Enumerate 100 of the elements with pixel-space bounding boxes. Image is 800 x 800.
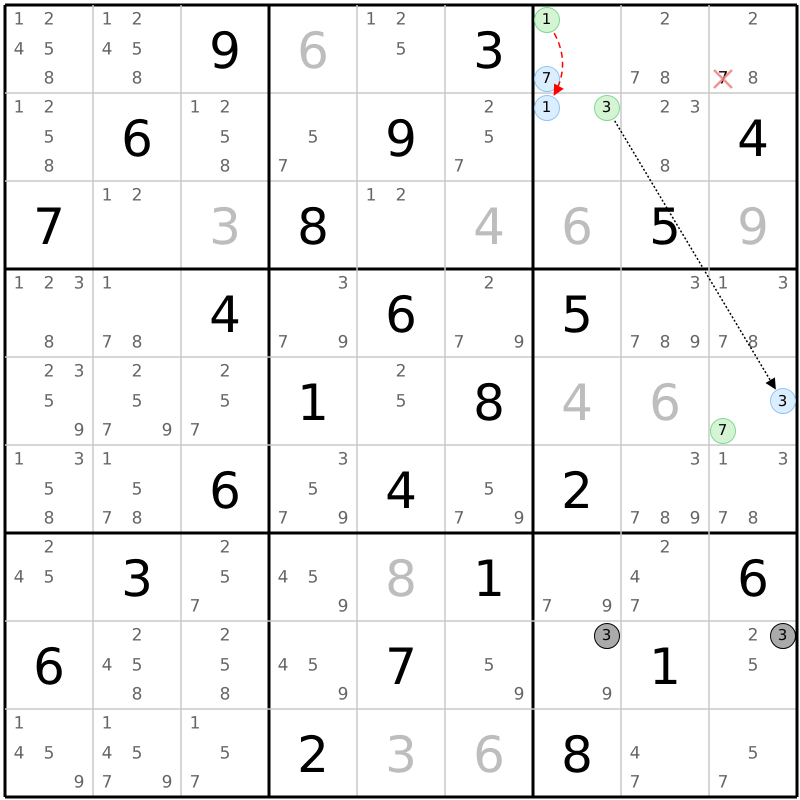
candidate-digit: 2 — [220, 100, 230, 116]
candidate-digit: 8 — [220, 158, 230, 176]
cell-digit: 2 — [561, 466, 593, 516]
candidate-digit: 1 — [14, 716, 24, 732]
candidate-digit: 8 — [748, 510, 758, 528]
marked-candidate: 3 — [770, 622, 796, 648]
candidate-digit: 9 — [338, 686, 348, 704]
off-candidate: 7 — [534, 66, 560, 92]
candidate-digit: 9 — [514, 510, 524, 528]
candidate-digit: 1 — [366, 188, 376, 204]
candidate-digit: 5 — [484, 129, 494, 146]
candidate-digit: 3 — [338, 452, 348, 468]
candidate-digit: 7 — [278, 334, 288, 352]
candidate-digit: 5 — [308, 481, 318, 498]
candidate-digit: 3 — [338, 276, 348, 292]
candidate-digit: 3 — [74, 452, 84, 468]
candidate-digit: 1 — [190, 100, 200, 116]
candidate-digit: 3 — [690, 276, 700, 292]
candidate-digit: 2 — [748, 12, 758, 28]
candidate-digit: 2 — [44, 12, 54, 28]
candidate-digit: 3 — [778, 276, 788, 292]
candidate-digit: 8 — [748, 70, 758, 88]
candidate-digit: 8 — [220, 686, 230, 704]
cell-digit: 9 — [209, 26, 241, 76]
candidate-digit: 7 — [102, 334, 112, 352]
candidate-digit: 7 — [630, 598, 640, 616]
candidate-digit: 7 — [190, 598, 200, 616]
candidate-digit: 7 — [454, 158, 464, 176]
candidate-digit: 3 — [778, 452, 788, 468]
off-candidate: 3 — [770, 388, 796, 414]
cell-digit: 6 — [385, 290, 417, 340]
candidate-digit: 1 — [102, 716, 112, 732]
candidate-digit: 1 — [366, 12, 376, 28]
candidate-digit: 3 — [74, 276, 84, 292]
solved-digit: 3 — [385, 730, 417, 780]
candidate-digit: 5 — [44, 481, 54, 498]
candidate-digit: 9 — [514, 334, 524, 352]
candidate-digit: 8 — [44, 158, 54, 176]
candidate-digit: 2 — [220, 628, 230, 644]
candidate-digit: 5 — [220, 129, 230, 146]
candidate-digit: 5 — [44, 745, 54, 762]
cell-digit: 2 — [297, 730, 329, 780]
cell-digit: 4 — [209, 290, 241, 340]
candidate-digit: 5 — [308, 129, 318, 146]
candidate-digit: 1 — [14, 452, 24, 468]
candidate-digit: 2 — [484, 100, 494, 116]
candidate-digit: 4 — [630, 569, 640, 586]
candidate-digit: 5 — [748, 745, 758, 762]
candidate-digit: 5 — [220, 745, 230, 762]
candidate-digit: 9 — [514, 686, 524, 704]
candidate-digit: 9 — [602, 686, 612, 704]
cell-digit: 8 — [473, 378, 505, 428]
candidate-digit: 5 — [132, 393, 142, 410]
candidate-digit: 8 — [660, 334, 670, 352]
cell-digit: 5 — [561, 290, 593, 340]
candidate-digit: 1 — [14, 12, 24, 28]
candidate-digit: 5 — [748, 657, 758, 674]
candidate-digit: 5 — [220, 393, 230, 410]
candidate-digit: 4 — [102, 41, 112, 58]
cell-digit: 6 — [737, 554, 769, 604]
candidate-digit: 9 — [690, 510, 700, 528]
cell-digit: 9 — [385, 114, 417, 164]
candidate-digit: 3 — [74, 364, 84, 380]
candidate-digit: 5 — [44, 41, 54, 58]
candidate-digit: 8 — [660, 158, 670, 176]
candidate-digit: 1 — [14, 100, 24, 116]
candidate-digit: 5 — [396, 393, 406, 410]
candidate-digit: 2 — [748, 628, 758, 644]
cell-digit: 1 — [297, 378, 329, 428]
candidate-digit: 5 — [308, 657, 318, 674]
candidate-digit: 2 — [220, 540, 230, 556]
cell-digit: 4 — [385, 466, 417, 516]
cell-digit: 4 — [737, 114, 769, 164]
candidate-digit: 8 — [132, 686, 142, 704]
cell-digit: 6 — [121, 114, 153, 164]
candidate-digit: 8 — [660, 70, 670, 88]
candidate-digit: 5 — [44, 393, 54, 410]
candidate-digit: 5 — [132, 657, 142, 674]
candidate-digit: 7 — [454, 510, 464, 528]
candidate-digit: 4 — [102, 745, 112, 762]
candidate-digit: 5 — [132, 745, 142, 762]
candidate-digit: 2 — [44, 540, 54, 556]
candidate-digit: 5 — [220, 569, 230, 586]
cell-digit: 5 — [649, 202, 681, 252]
candidate-digit: 4 — [14, 41, 24, 58]
candidate-digit: 4 — [278, 657, 288, 674]
candidate-digit: 9 — [602, 598, 612, 616]
candidate-digit: 5 — [132, 41, 142, 58]
candidate-digit: 1 — [102, 188, 112, 204]
candidate-digit: 5 — [484, 657, 494, 674]
candidate-digit: 1 — [102, 452, 112, 468]
off-candidate: 1 — [534, 94, 560, 120]
cell-digit: 8 — [297, 202, 329, 252]
solved-digit: 9 — [737, 202, 769, 252]
on-candidate: 3 — [594, 94, 620, 120]
candidate-digit: 9 — [74, 422, 84, 440]
candidate-digit: 2 — [220, 364, 230, 380]
candidate-digit: 8 — [44, 334, 54, 352]
candidate-digit: 5 — [484, 481, 494, 498]
candidate-digit: 2 — [396, 188, 406, 204]
